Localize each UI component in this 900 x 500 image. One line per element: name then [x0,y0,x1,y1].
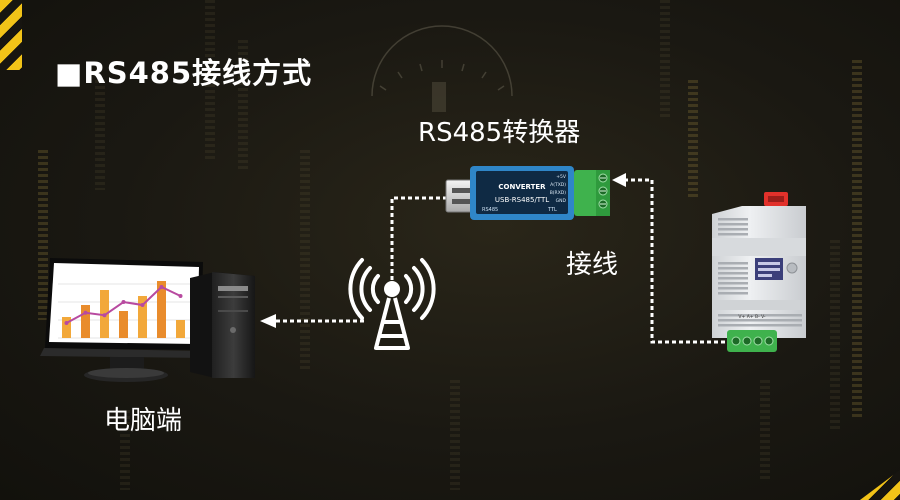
monitor-chart-bar [157,281,166,338]
wifi-antenna-icon [348,258,436,350]
converter-model-text: USB-RS485/TTL [495,196,549,204]
background-bar [95,80,105,190]
arrow-left-icon [612,173,626,187]
converter-label: RS485转换器 [418,118,581,148]
monitor-chart-point [159,285,164,289]
background-bar [660,0,670,120]
page-title: ■RS485接线方式 [55,56,313,90]
converter-pin-label: +5V [556,174,567,180]
converter-pin-label: GND [556,198,567,204]
monitor-chart-point [83,310,88,315]
converter-mark-rs485: RS485 [482,207,498,213]
wiring-label: 接线 [566,250,619,280]
background-bar [120,410,130,490]
pc-label: 电脑端 [104,406,183,436]
sensor-vent-slots [718,218,802,327]
hazard-stripe-top-left [0,0,22,70]
monitor-chart-point [64,321,69,325]
background-bar [238,40,248,170]
computer-monitor-icon [40,258,204,382]
background-bar [38,150,48,320]
background-bar [300,150,310,370]
gauge-decoration [371,25,513,112]
monitor-chart-bar [62,317,71,338]
signal-links [274,178,725,344]
background-bar [205,0,215,160]
monitor-chart-bar [81,305,90,338]
background-bar [450,380,460,490]
link-sensor-to-converter [626,178,725,344]
background-bar [760,380,770,480]
converter-mark-ttl: TTL [547,207,557,213]
converter-brand-text: CONVERTER [498,183,546,191]
monitor-chart-point [121,300,126,304]
link-antenna-to-converter [390,196,447,280]
converter-pin-label: A(TXD) [550,182,566,188]
monitor-chart-bar [138,296,147,338]
monitor-chart-bar [176,320,185,338]
monitor-chart-bar [119,311,128,338]
background-bar [830,240,840,430]
monitor-chart [58,281,195,339]
monitor-chart-point [102,313,107,318]
monitor-chart-point [178,294,183,298]
converter-pin-label: B(RXD) [550,190,567,196]
sensor-module-icon: V+ A+ B- V- [712,192,806,352]
monitor-chart-point [140,303,145,307]
background-bar [852,60,862,420]
background-bar [688,80,698,200]
rs485-converter-icon: CONVERTER USB-RS485/TTL RS485 TTL +5V A(… [445,166,610,220]
sensor-terminal-text: V+ A+ B- V- [738,314,766,320]
arrow-left-icon [260,314,276,328]
computer-tower-icon [190,272,255,378]
